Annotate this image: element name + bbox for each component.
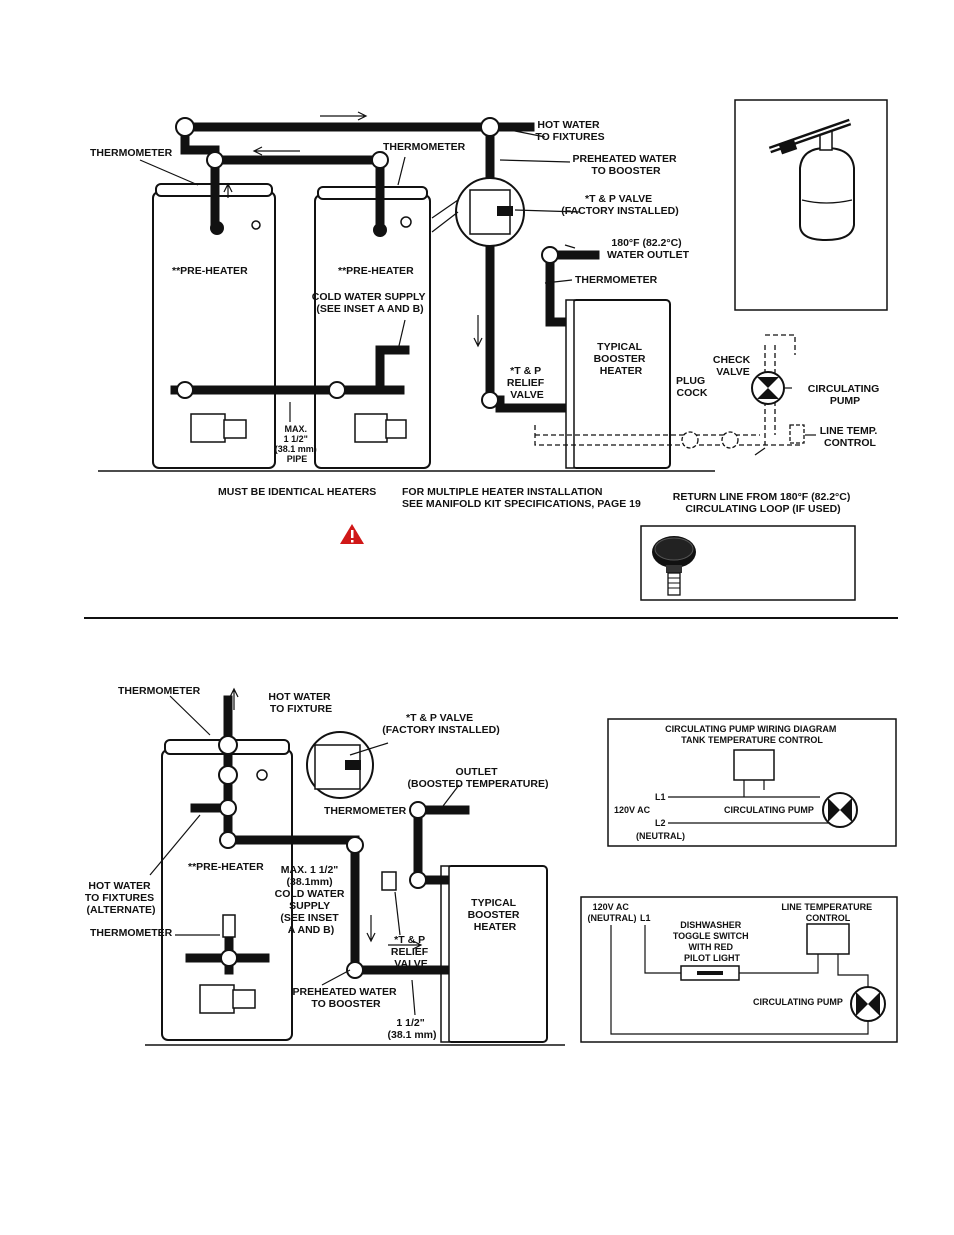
booster-heater-2	[440, 865, 548, 1043]
preheater-tank-1	[152, 183, 276, 469]
wiring1-120v: 120V AC	[614, 805, 651, 815]
fig2-max-cold-water: MAX. 1 1/2" (38.1mm) COLD WATER SUPPLY (…	[275, 864, 348, 936]
fig2-tp-valve: *T & P VALVE (FACTORY INSTALLED)	[382, 712, 499, 736]
wiring-diagram-tank-control: CIRCULATING PUMP WIRING DIAGRAM TANK TEM…	[607, 718, 897, 847]
fig1-check-valve: CHECK VALVE	[713, 354, 753, 378]
preheater-tank-2	[314, 186, 431, 469]
wiring2-control-label: LINE TEMPERATURE CONTROL	[781, 902, 874, 923]
fig1-circulating-pump: CIRCULATING PUMP	[808, 383, 882, 407]
fig1-piping	[170, 111, 600, 413]
wiring1-pump-label: CIRCULATING PUMP	[724, 805, 814, 815]
pump-symbol-icon	[822, 792, 858, 828]
fig1-preheated-water: PREHEATED WATER TO BOOSTER	[573, 153, 680, 177]
relief-valve-2	[381, 871, 397, 891]
fig2-preheated-water: PREHEATED WATER TO BOOSTER	[293, 986, 400, 1010]
wiring1-l1: L1	[655, 792, 666, 802]
booster-heater-1	[565, 299, 671, 469]
fig1-relief-valve: *T & P RELIEF VALVE	[507, 365, 547, 401]
fig1-preheater-2: **PRE-HEATER	[338, 265, 414, 277]
fig1-cold-water: COLD WATER SUPPLY (SEE INSET A AND B)	[312, 291, 429, 315]
wiring1-neutral: (NEUTRAL)	[636, 831, 685, 841]
fig1-thermometer-mid: THERMOMETER	[383, 141, 466, 153]
fig1-line-temp-control: LINE TEMP. CONTROL	[820, 425, 881, 449]
expansion-tank-inset	[734, 99, 888, 311]
fig2-thermometer-top: THERMOMETER	[118, 685, 201, 697]
fig1-multiple-installation: FOR MULTIPLE HEATER INSTALLATION SEE MAN…	[402, 486, 641, 510]
fig1-plug-cock: PLUG COCK	[676, 375, 708, 399]
fig2-piping	[185, 687, 470, 979]
fig1-water-outlet: 180°F (82.2°C) WATER OUTLET	[607, 237, 690, 261]
fig1-leaders	[139, 129, 816, 456]
plug-cock-inset	[640, 525, 856, 601]
fig1-tp-valve: *T & P VALVE (FACTORY INSTALLED)	[561, 193, 678, 217]
tank-control-box	[733, 749, 775, 781]
fig1-thermometer-booster: THERMOMETER	[575, 274, 658, 286]
fig1-identical-heaters: MUST BE IDENTICAL HEATERS	[218, 486, 376, 498]
fig2-preheater: **PRE-HEATER	[188, 861, 264, 873]
fig2-outlet: OUTLET (BOOSTED TEMPERATURE)	[408, 766, 549, 790]
wiring1-l2: L2	[655, 818, 666, 828]
pump-symbol-icon	[751, 371, 785, 405]
tp-valve-detail-2	[306, 731, 374, 799]
fig1-max-pipe: MAX. 1 1/2" (38.1 mm) PIPE	[275, 424, 320, 464]
plug-cock-knob-icon	[652, 536, 696, 596]
fig1-thermometer-left: THERMOMETER	[90, 147, 173, 159]
figure-1-multiple-preheaters: THERMOMETER THERMOMETER HOT WATER TO FIX…	[90, 111, 882, 515]
fig2-hot-water: HOT WATER TO FIXTURE	[268, 691, 333, 715]
fig2-leaders	[149, 695, 460, 1016]
fig2-hot-water-alternate: HOT WATER TO FIXTURES (ALTERNATE)	[85, 880, 157, 916]
fig2-booster-heater: TYPICAL BOOSTER HEATER	[468, 897, 523, 933]
fig2-thermometer-mid: THERMOMETER	[324, 805, 407, 817]
fig2-thermometer-low: THERMOMETER	[90, 927, 173, 939]
wiring1-title: CIRCULATING PUMP WIRING DIAGRAM TANK TEM…	[665, 724, 839, 745]
line-control-box	[806, 923, 850, 955]
pump-symbol-icon	[850, 986, 886, 1022]
wiring2-120v: 120V AC (NEUTRAL)	[588, 902, 637, 923]
figure-2-single-preheater: THERMOMETER HOT WATER TO FIXTURE *T & P …	[85, 685, 565, 1046]
tp-valve-detail	[431, 177, 525, 247]
fig1-booster-heater: TYPICAL BOOSTER HEATER	[594, 341, 649, 377]
fig2-pipe-size: 1 1/2" (38.1 mm)	[387, 1017, 436, 1041]
fig1-hot-water: HOT WATER TO FIXTURES	[535, 119, 604, 143]
fig2-relief-valve: *T & P RELIEF VALVE	[391, 934, 431, 970]
warning-icon	[340, 524, 364, 544]
wiring2-pump-label: CIRCULATING PUMP	[753, 997, 843, 1007]
fig1-return-line: RETURN LINE FROM 180°F (82.2°C) CIRCULAT…	[673, 491, 854, 515]
expansion-tank-icon	[768, 118, 855, 242]
fig1-preheater-1: **PRE-HEATER	[172, 265, 248, 277]
wiring2-l1: L1	[640, 913, 651, 923]
wiring-diagram-line-control: 120V AC (NEUTRAL) L1 DISHWASHER TOGGLE S…	[580, 896, 898, 1043]
wiring2-switch-label: DISHWASHER TOGGLE SWITCH WITH RED PILOT …	[673, 920, 751, 963]
